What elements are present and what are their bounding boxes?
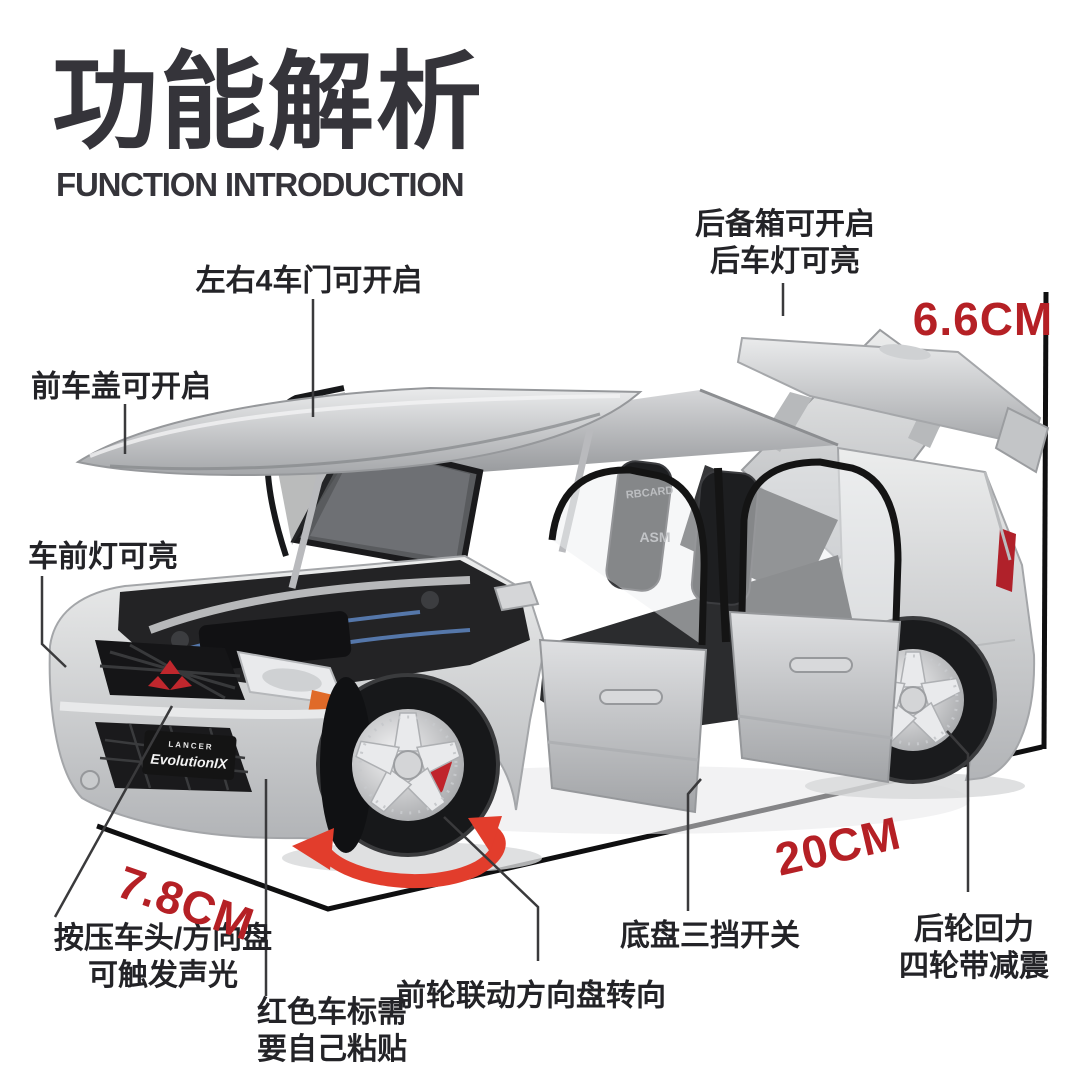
callout-headlights: 车前灯可亮	[28, 540, 178, 574]
badge-top-text: LANCER	[168, 740, 214, 752]
callout-decal-line1: 红色车标需	[257, 996, 407, 1029]
page-subtitle: FUNCTION INTRODUCTION	[56, 166, 465, 203]
rear-door-window-frame	[738, 458, 902, 623]
rear-door-panel	[728, 610, 902, 784]
front-clip: LANCER EvolutionIX	[48, 554, 547, 842]
dimension-height: 6.6CM	[912, 293, 1054, 345]
callout-pullback-line2: 四轮带减震	[899, 950, 1049, 983]
leader-pullback	[946, 730, 970, 892]
callout-chassis: 底盘三挡开关	[620, 919, 800, 953]
front-door-panel	[538, 638, 708, 814]
leader-headlights	[40, 576, 67, 668]
callout-horn-line1: 按压车头/方向盘	[53, 922, 273, 955]
side-mirror	[493, 580, 540, 612]
callout-pullback: 后轮回力 四轮带减震	[899, 911, 1049, 985]
callout-horn-line2: 可触发声光	[88, 959, 238, 992]
callout-trunk-line2: 后车灯可亮	[710, 245, 860, 278]
badge-main-text: EvolutionIX	[150, 750, 230, 771]
box-height-edge	[1041, 291, 1049, 750]
callout-horn: 按压车头/方向盘 可触发声光	[54, 920, 272, 994]
front-door-handle	[599, 689, 663, 705]
model-car: RBCARD ASM	[48, 328, 1050, 857]
leader-chassis	[686, 778, 702, 911]
page-title: 功能解析	[52, 44, 484, 162]
callout-hood: 前车盖可开启	[31, 370, 211, 404]
callout-pullback-line1: 后轮回力	[914, 913, 1034, 946]
open-hood	[75, 386, 643, 589]
open-front-door	[493, 466, 708, 814]
b-pillar	[714, 467, 730, 643]
callout-decal-line2: 要自己粘贴	[257, 1033, 407, 1066]
leader-steering	[443, 816, 540, 961]
front-wheel	[316, 673, 500, 857]
rear-door-handle	[789, 657, 853, 673]
callout-steering: 前轮联动方向盘转向	[396, 979, 666, 1013]
bumper-bar	[59, 701, 353, 719]
leader-horn	[53, 705, 174, 918]
callout-doors: 左右4车门可开启	[195, 264, 423, 298]
mitsubishi-logo	[148, 660, 192, 690]
front-door-window-frame	[548, 466, 708, 646]
pullback-arrow	[292, 816, 506, 889]
callout-trunk-line1: 后备箱可开启	[695, 208, 875, 241]
leader-lines	[40, 283, 970, 996]
open-rear-door	[728, 458, 902, 784]
callout-trunk: 后备箱可开启 后车灯可亮	[695, 206, 875, 280]
tail-light	[996, 528, 1016, 592]
front-badge: LANCER EvolutionIX	[142, 730, 237, 781]
callout-decal: 红色车标需 要自己粘贴	[257, 994, 407, 1068]
